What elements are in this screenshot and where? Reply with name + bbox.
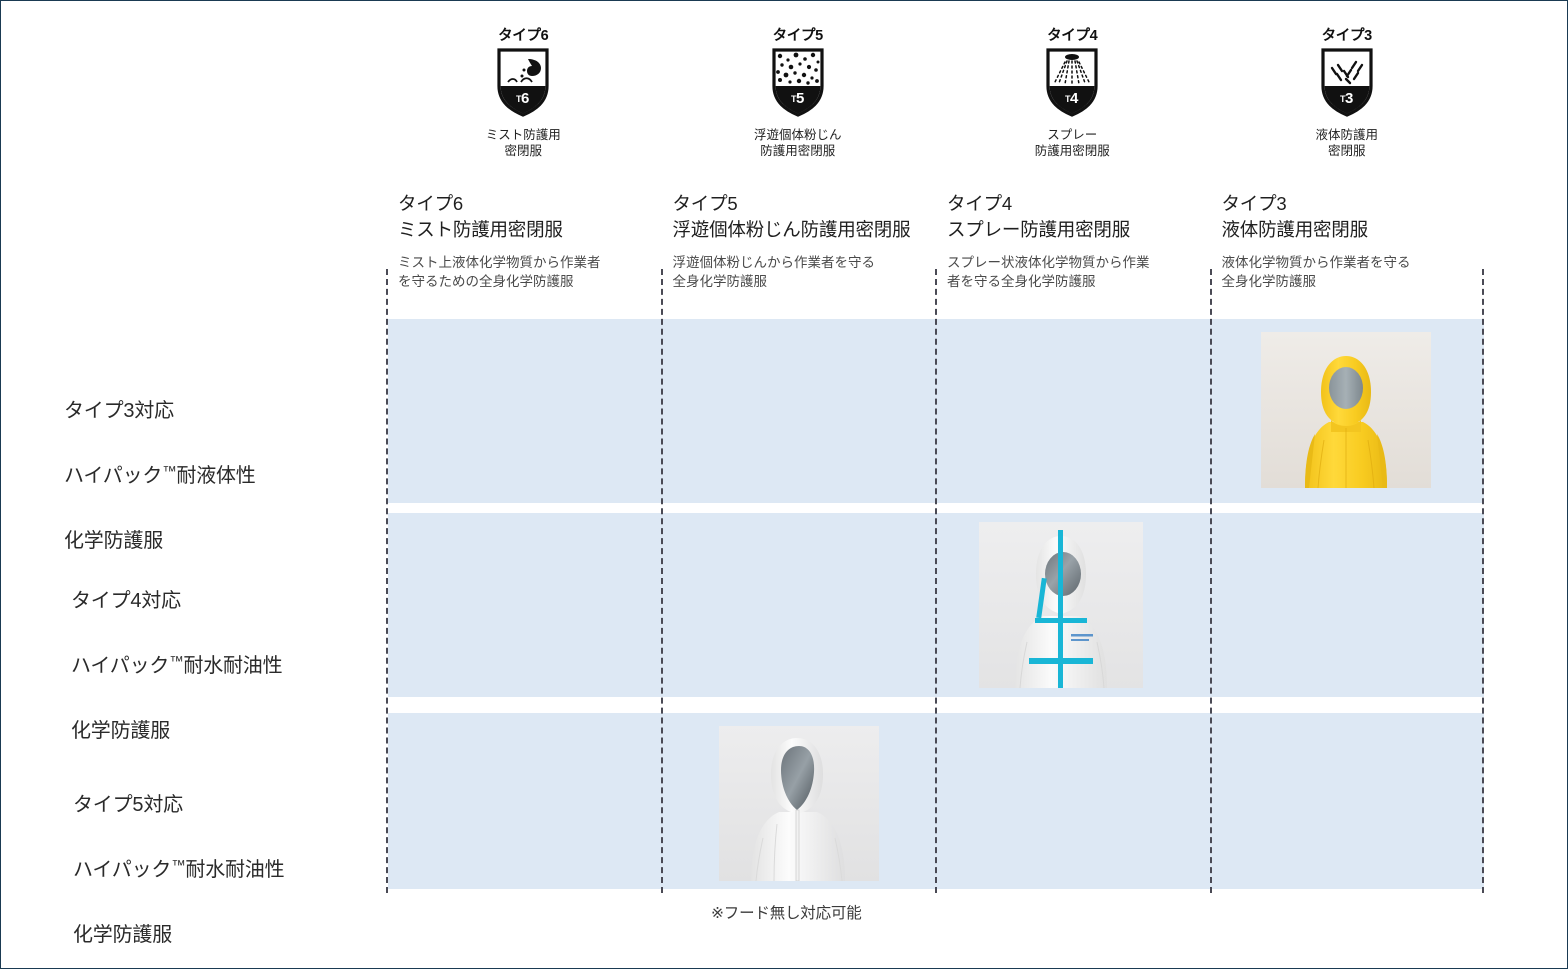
column-type5: タイプ5 浮遊個体粉じん防護用密閉服 浮遊個体粉じんから作業者を守る 全身化学防… — [660, 191, 936, 893]
column-type-label-type4: タイプ4 — [947, 193, 1012, 214]
column-desc-type3: 液体化学物質から作業者を守る 全身化学防護服 — [1221, 254, 1411, 290]
legend-title-type6: タイプ6 — [498, 28, 549, 44]
row-label-type3-line2-pre: ハイパック — [64, 465, 163, 488]
trademark-symbol: ™ — [171, 858, 186, 875]
column-type-label-type3: タイプ3 — [1221, 193, 1287, 214]
column-type3: タイプ3 液体防護用密閉服 液体化学物質から作業者を守る 全身化学防護服 — [1209, 191, 1484, 893]
legend-title-type5: タイプ5 — [772, 28, 824, 44]
column-type4: タイプ4 スプレー防護用密閉服 スプレー状液体化学物質から作業 者を守る全身化学… — [935, 191, 1210, 893]
row-label-type3: タイプ3対応 ハイパック™耐液体性 化学防護服 — [64, 363, 256, 590]
type3-liquid-shield-icon: T 3 — [1321, 47, 1373, 117]
column-divider-type5 — [660, 269, 663, 893]
svg-text:T: T — [791, 94, 797, 104]
column-header-type3: タイプ3 液体防護用密閉服 液体化学物質から作業者を守る 全身化学防護服 — [1222, 191, 1479, 292]
row-label-type4-line2-pre: ハイパック — [71, 655, 170, 678]
svg-text:T: T — [1065, 94, 1071, 104]
trademark-symbol: ™ — [162, 464, 177, 481]
column-divider-type4 — [935, 269, 937, 893]
trademark-symbol: ™ — [169, 654, 184, 671]
column-type-label-type6: タイプ6 — [398, 193, 463, 214]
legend-badge-type4: 4 — [1070, 90, 1079, 107]
column-type6: タイプ6 ミスト防護用密閉服 ミスト上液体化学物質から作業者 を守るための全身化… — [386, 191, 661, 893]
column-name-label-type4: スプレー防護用密閉服 — [947, 219, 1131, 241]
type6-mist-shield-icon: T 6 — [497, 47, 549, 117]
row-label-type4-line2: ハイパック™耐水耐油性 — [71, 650, 283, 682]
legend-badge-type5: 5 — [796, 90, 804, 107]
column-name-label-type3: 液体防護用密閉服 — [1221, 219, 1369, 241]
row-label-type4-line1: タイプ4対応 — [71, 590, 181, 613]
comparison-grid: タイプ6 ミスト防護用密閉服 ミスト上液体化学物質から作業者 を守るための全身化… — [386, 191, 1484, 893]
svg-text:T: T — [516, 94, 522, 104]
row-label-type5-line2: ハイパック™耐水耐油性 — [73, 854, 285, 886]
footnote-text: ※フード無し対応可能 — [711, 905, 862, 922]
legend-item-type5: タイプ5 T 5 浮遊個体粉じん 防護用密閉服 — [661, 29, 936, 174]
column-name-label-type6: ミスト防護用密閉服 — [398, 219, 563, 241]
row-label-type5: タイプ5対応 ハイパック™耐水耐油性 化学防護服 — [73, 757, 285, 968]
row-label-type3-line1: タイプ3対応 — [64, 400, 174, 423]
type4-spray-shield-icon: T 4 — [1046, 47, 1098, 117]
yellow-hooded-chemical-suit-photo — [1261, 332, 1431, 488]
svg-text:T: T — [1340, 94, 1346, 104]
type5-particle-shield-icon: T 5 — [772, 47, 824, 117]
row-label-type5-line2-post: 耐水耐油性 — [185, 859, 285, 882]
row-label-type5-line3: 化学防護服 — [73, 923, 172, 946]
legend-item-type4: タイプ4 T 4 スプレー 防護用密閉服 — [935, 29, 1210, 174]
row-label-type3-line2: ハイパック™耐液体性 — [64, 460, 256, 492]
legend-badge-type6: 6 — [521, 90, 529, 107]
row-label-type4: タイプ4対応 ハイパック™耐水耐油性 化学防護服 — [71, 553, 283, 780]
row-label-type5-line2-pre: ハイパック — [73, 859, 172, 882]
column-name-label-type5: 浮遊個体粉じん防護用密閉服 — [672, 219, 911, 241]
legend-caption-type6: ミスト防護用 密閉服 — [485, 127, 561, 159]
legend-icon-row: タイプ6 T 6 ミスト防護用 密閉服 タイプ5 — [386, 29, 1484, 174]
column-header-type5: タイプ5 浮遊個体粉じん防護用密閉服 浮遊個体粉じんから作業者を守る 全身化学防… — [673, 191, 930, 292]
column-divider-type6 — [386, 269, 388, 893]
row-label-type3-line3: 化学防護服 — [64, 529, 163, 552]
row-label-type4-line2-post: 耐水耐油性 — [183, 655, 283, 678]
column-type-label-type5: タイプ5 — [672, 193, 738, 214]
legend-item-type6: タイプ6 T 6 ミスト防護用 密閉服 — [386, 29, 661, 174]
column-divider-type3 — [1209, 269, 1212, 893]
legend-caption-type3: 液体防護用 密閉服 — [1315, 127, 1378, 159]
row-label-type4-line3: 化学防護服 — [71, 719, 170, 742]
row-label-type5-line1: タイプ5対応 — [73, 794, 183, 817]
column-header-type6: タイプ6 ミスト防護用密閉服 ミスト上液体化学物質から作業者 を守るための全身化… — [398, 191, 655, 292]
legend-caption-type4: スプレー 防護用密閉服 — [1034, 127, 1110, 159]
legend-item-type3: タイプ3 T 3 液体防護用 密閉服 — [1210, 29, 1485, 174]
legend-caption-type5: 浮遊個体粉じん 防護用密閉服 — [753, 127, 842, 159]
legend-title-type3: タイプ3 — [1321, 28, 1373, 44]
legend-title-type4: タイプ4 — [1047, 28, 1098, 44]
row-label-type3-line2-post: 耐液体性 — [176, 465, 256, 488]
legend-badge-type3: 3 — [1345, 90, 1353, 107]
white-taped-seam-chemical-suit-photo — [979, 522, 1143, 688]
column-header-type4: タイプ4 スプレー防護用密閉服 スプレー状液体化学物質から作業 者を守る全身化学… — [947, 191, 1204, 292]
column-desc-type6: ミスト上液体化学物質から作業者 を守るための全身化学防護服 — [398, 254, 601, 290]
column-desc-type5: 浮遊個体粉じんから作業者を守る 全身化学防護服 — [672, 254, 876, 290]
white-hooded-chemical-suit-photo — [719, 726, 879, 881]
column-desc-type4: スプレー状液体化学物質から作業 者を守る全身化学防護服 — [947, 254, 1150, 290]
column-divider-right-edge — [1482, 269, 1484, 893]
